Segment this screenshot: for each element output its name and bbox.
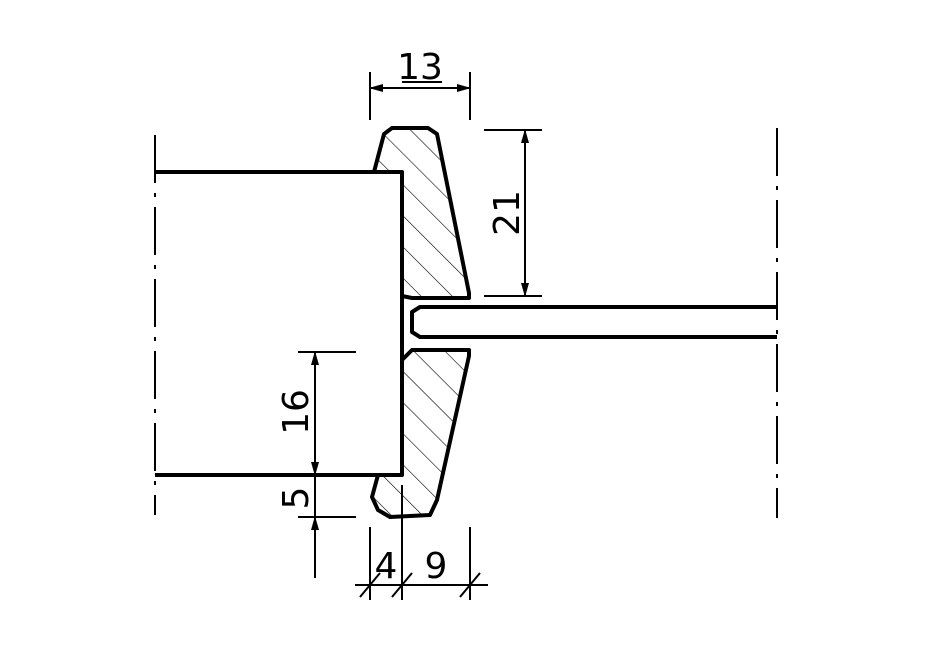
upper-hatched-section bbox=[372, 126, 471, 300]
lower-hatched-section bbox=[370, 348, 471, 519]
dimension-label-bottom: 5 bbox=[276, 487, 317, 510]
dimension-label-top: 13 bbox=[397, 47, 443, 88]
dimension-label-lower: 16 bbox=[276, 389, 317, 435]
dimension-upper-height bbox=[484, 129, 542, 297]
dimension-label-bottom-left: 4 bbox=[375, 546, 398, 587]
plate bbox=[410, 305, 777, 339]
dimension-lower-heights bbox=[298, 351, 356, 578]
centerlines bbox=[154, 128, 778, 518]
dimension-label-bottom-right: 9 bbox=[425, 546, 448, 587]
dimension-top-width bbox=[369, 72, 471, 120]
dimension-label-upper: 21 bbox=[487, 190, 528, 236]
dimension-bottom-widths bbox=[355, 485, 488, 600]
